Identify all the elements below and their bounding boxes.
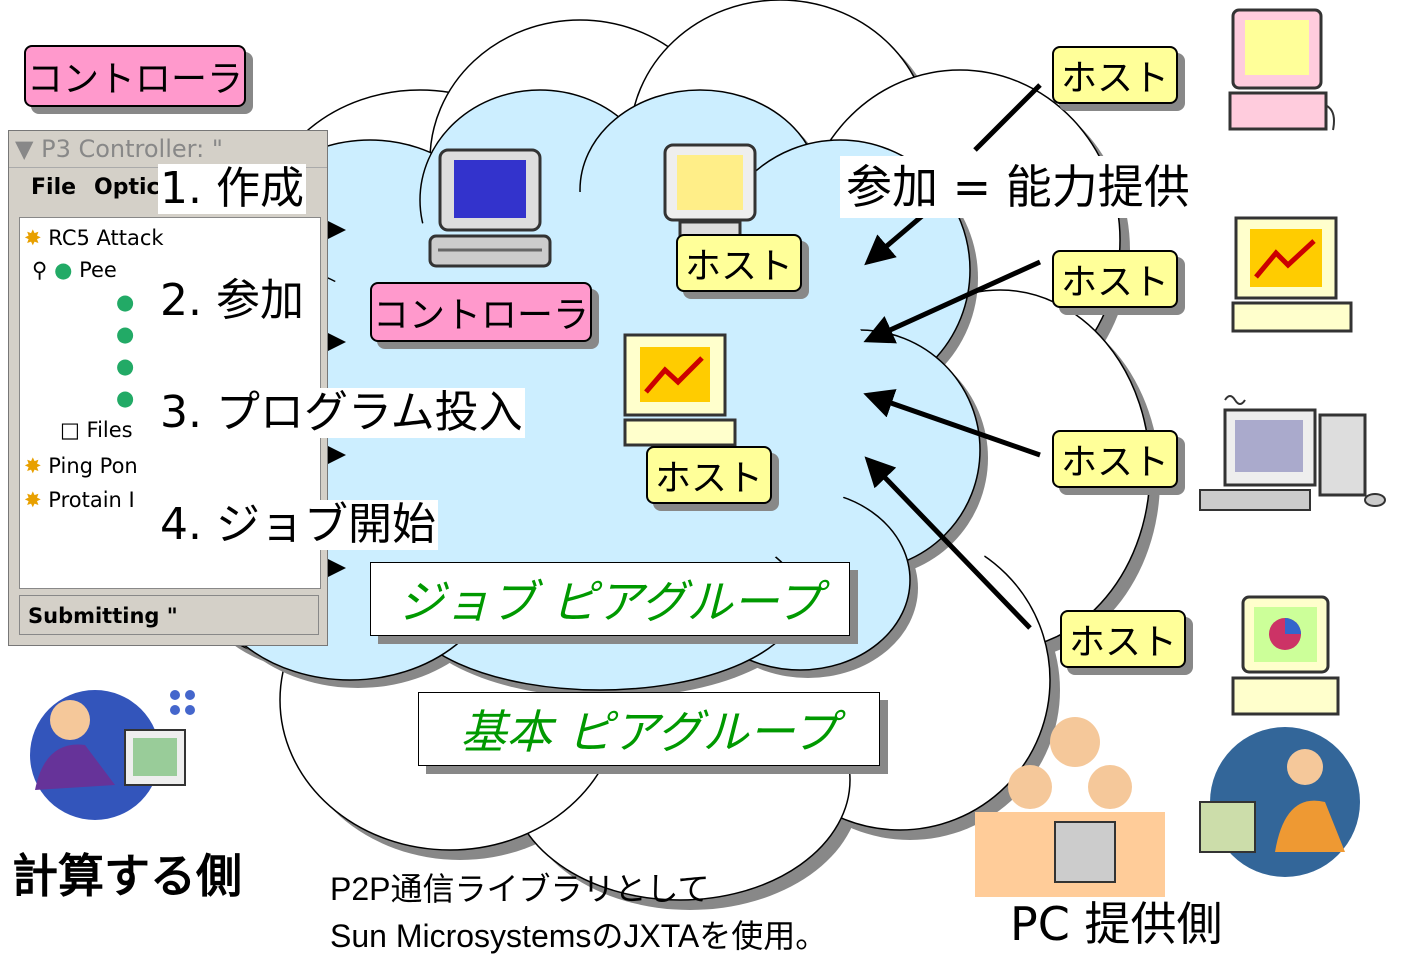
step-1-create: 1. 作成 xyxy=(158,163,306,214)
host-label-2: ホスト xyxy=(1052,250,1178,308)
peer-icon-3: ● xyxy=(116,354,135,378)
folder-icon: □ xyxy=(60,418,80,442)
tree-item-rc5[interactable]: ✸ RC5 Attack xyxy=(24,226,164,250)
tree-item-peers[interactable]: ⚲ ● Pee xyxy=(32,258,117,282)
host-computer-icon-chart xyxy=(623,333,737,447)
compute-side-label: 計算する側 xyxy=(12,849,242,903)
step-2-join: 2. 参加 xyxy=(158,275,306,326)
host-computer-icon-yellow xyxy=(663,143,757,244)
chart-computer-icon xyxy=(1231,216,1353,333)
job-peergroup-label: ジョブ ピアグループ xyxy=(370,562,850,636)
step-4-start-job: 4. ジョブ開始 xyxy=(158,499,438,550)
controller-label-top: コントローラ xyxy=(24,45,246,107)
tree-item-ping[interactable]: ✸ Ping Pon xyxy=(24,454,138,478)
join-caption: 参加 = 能力提供 xyxy=(840,156,1196,218)
peer-icon-2: ● xyxy=(116,322,135,346)
host-label-cloud-2: ホスト xyxy=(646,446,772,504)
pink-computer-icon xyxy=(1228,8,1335,131)
desktop-computer-icon xyxy=(1199,395,1386,511)
peer-icon-4: ● xyxy=(116,386,135,410)
tree-item-protain[interactable]: ✸ Protain I xyxy=(24,488,135,512)
host-label-4: ホスト xyxy=(1060,610,1186,668)
note-line-1: P2P通信ライブラリとして xyxy=(330,871,710,907)
host-join-arrow-4 xyxy=(864,456,1032,630)
puzzle-icon: ✸ xyxy=(24,454,42,478)
host-label-cloud-1: ホスト xyxy=(676,234,802,292)
step-3-submit-program: 3. プログラム投入 xyxy=(158,387,525,438)
window-menu-bar: File Optic xyxy=(9,168,327,208)
computing-person-clipart xyxy=(30,690,195,820)
peers-icon: ● xyxy=(54,258,73,282)
pie-computer-icon xyxy=(1231,595,1340,716)
expand-icon: ⚲ xyxy=(32,258,48,282)
host-label-3: ホスト xyxy=(1052,430,1178,488)
pc-provider-side-label: PC 提供側 xyxy=(1010,897,1223,951)
pc-provider-clipart xyxy=(975,717,1360,897)
menu-file[interactable]: File xyxy=(31,175,77,200)
host-join-arrow-1a xyxy=(973,83,1042,152)
base-peergroup-label: 基本 ピアグループ xyxy=(418,692,880,766)
peer-icon-1: ● xyxy=(116,290,135,314)
tree-item-files[interactable]: □ Files xyxy=(60,418,133,442)
puzzle-icon: ✸ xyxy=(24,488,42,512)
menu-options[interactable]: Optic xyxy=(94,175,160,200)
controller-label-center: コントローラ xyxy=(370,282,592,342)
puzzle-icon: ✸ xyxy=(24,226,42,250)
window-status-bar: Submitting " xyxy=(19,595,319,635)
host-join-arrow-3 xyxy=(863,389,1041,458)
host-join-arrow-2 xyxy=(863,259,1042,344)
controller-computer-icon xyxy=(428,148,552,268)
note-line-2: Sun MicrosystemsのJXTAを使用。 xyxy=(330,918,828,954)
window-title: ▼ P3 Controller: " xyxy=(9,131,327,168)
host-label-1: ホスト xyxy=(1052,46,1178,104)
